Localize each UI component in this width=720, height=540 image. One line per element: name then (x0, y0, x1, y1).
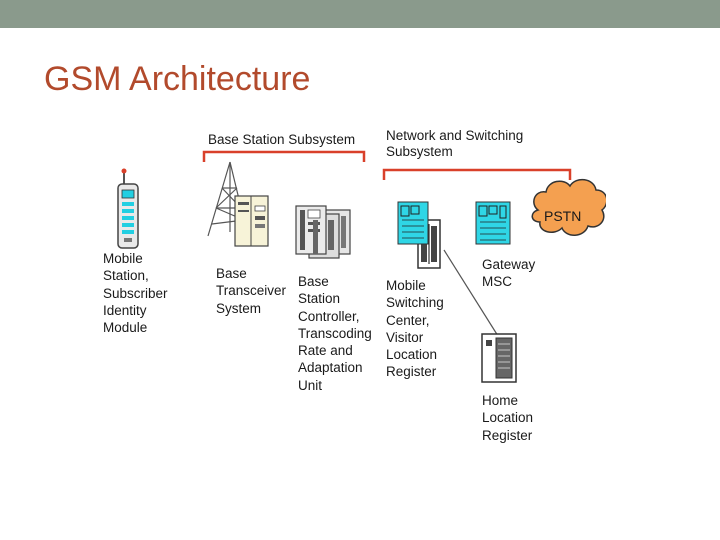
nss-group-label: Network and Switching Subsystem (386, 128, 524, 159)
mobile-station-label: Mobile Station, Subscriber Identity Modu… (103, 251, 168, 336)
msc-vlr-equipment-icon (397, 201, 441, 269)
hlr-label: Home Location Register (482, 393, 534, 443)
mobile-phone-icon (117, 168, 139, 249)
bts-cabinet-icon (234, 195, 269, 247)
gsm-architecture-diagram: Base Station Subsystem Network and Switc… (98, 120, 606, 444)
bsc-racks-icon (295, 205, 351, 259)
bss-bracket (202, 150, 366, 162)
hlr-equipment-icon (481, 333, 517, 383)
diagram-graphics (117, 150, 606, 383)
bsc-label: Base Station Controller, Transcoding Rat… (298, 274, 372, 393)
gateway-msc-label: Gateway MSC (482, 257, 536, 290)
msc-vlr-label: Mobile Switching Center, Visitor Locatio… (386, 278, 444, 380)
gateway-msc-equipment-icon (475, 201, 511, 245)
pstn-cloud-icon (531, 178, 606, 236)
nss-bracket (382, 168, 572, 180)
slide-title: GSM Architecture (44, 60, 311, 98)
pstn-label: PSTN (544, 208, 582, 224)
bss-group-label: Base Station Subsystem (208, 132, 356, 147)
bts-label: Base Transceiver System (216, 266, 287, 316)
slide-top-bar (0, 0, 720, 28)
msc-hlr-link (443, 249, 499, 337)
